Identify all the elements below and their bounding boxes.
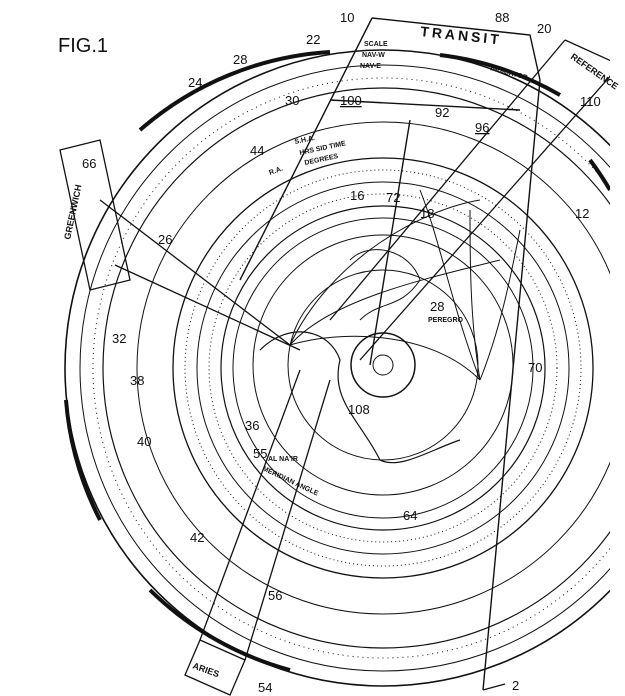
heavy-arcs (64, 50, 610, 672)
ref-20: 20 (537, 21, 551, 36)
ref-2: 2 (512, 678, 519, 693)
transit-slide (239, 17, 541, 691)
meridian-angle-label: MERIDIAN ANGLE (261, 465, 319, 497)
greenwich-label: GREENWICH (62, 184, 83, 241)
ref-108: 108 (348, 402, 370, 417)
greenwich-slide (59, 139, 301, 351)
aries-slide (184, 369, 331, 696)
ref-96: 96 (475, 120, 489, 135)
aries-label: ARIES (191, 660, 220, 679)
ref-100: 100 (340, 93, 362, 108)
reference-label: REFERENCE (569, 51, 620, 91)
scale-label: SCALE (364, 41, 388, 48)
ref-54: 54 (258, 680, 272, 695)
pole-label: PEREGRO (428, 317, 464, 324)
chart-grid (252, 189, 521, 496)
ref-64: 64 (403, 508, 417, 523)
reference-numerals: 10 88 20 110 22 28 24 30 100 92 96 44 66… (82, 10, 601, 695)
ref-28b: 28 (430, 299, 444, 314)
ref-72: 72 (386, 190, 400, 205)
ref-70: 70 (528, 360, 542, 375)
ref-44: 44 (250, 143, 264, 158)
ref-22: 22 (306, 32, 320, 47)
star-name-label: AL NA'IR (268, 456, 298, 463)
ref-88: 88 (495, 10, 509, 25)
ref-12: 12 (575, 206, 589, 221)
transit-label: TRANSIT (420, 23, 503, 47)
ra-label: R.A. (268, 165, 284, 176)
ref-66: 66 (82, 156, 96, 171)
sha-label: S.H.A. (294, 135, 316, 146)
outer-rings (64, 49, 610, 687)
ref-16: 16 (350, 188, 364, 203)
ref-56: 56 (268, 588, 282, 603)
figure-title: FIG.1 (58, 35, 108, 57)
ref-55: 55 (253, 446, 267, 461)
ref-26: 26 (158, 232, 172, 247)
nav-e-label: NAV-E (360, 63, 381, 70)
ref-32: 32 (112, 331, 126, 346)
section-arrow (482, 683, 506, 691)
ref-18: 18 (420, 206, 434, 221)
ref-92: 92 (435, 105, 449, 120)
ref-24: 24 (188, 75, 202, 90)
ref-40: 40 (137, 434, 151, 449)
ref-38: 38 (130, 373, 144, 388)
ref-36: 36 (245, 418, 259, 433)
ref-42: 42 (190, 530, 204, 545)
nav-w-label: NAV-W (362, 52, 385, 59)
ref-10: 10 (340, 10, 354, 25)
ref-30: 30 (285, 93, 299, 108)
ref-110: 110 (580, 94, 601, 109)
indicator-label: INDICATOR (489, 65, 528, 82)
ref-28a: 28 (233, 52, 247, 67)
reference-slide (329, 39, 610, 361)
